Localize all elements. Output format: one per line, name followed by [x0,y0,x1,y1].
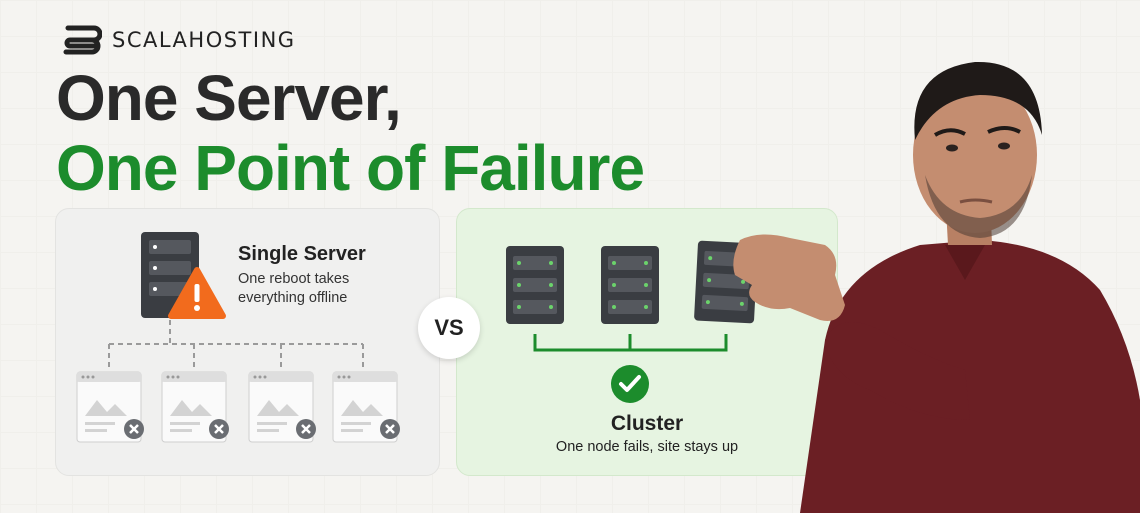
single-server-description: One reboot takes everything offline [238,271,350,306]
dashed-connectors [108,320,364,370]
single-server-title: Single Server [238,243,366,265]
vs-badge: VS [418,297,480,359]
offline-site-card-1 [76,371,144,443]
brand-logo: SCALAHOSTING [60,24,296,56]
cluster-node-1-icon [506,246,564,324]
brand-name: SCALAHOSTING [112,28,296,52]
scalahosting-logo-icon [63,25,102,55]
cluster-diagram [506,240,758,403]
person-photo [733,61,1140,513]
cluster-description: One node fails, site stays up [555,439,739,455]
offline-site-card-4 [332,371,400,443]
single-server-diagram [76,232,400,443]
warning-icon [168,267,226,319]
offline-site-card-2 [161,371,229,443]
offline-site-card-3 [248,371,316,443]
check-circle-icon [611,365,649,403]
headline-line1: One Server, [56,62,402,134]
cluster-title: Cluster [610,412,684,435]
cluster-node-2-icon [601,246,659,324]
headline-line2: One Point of Failure [56,132,645,204]
cluster-connector [533,334,728,352]
